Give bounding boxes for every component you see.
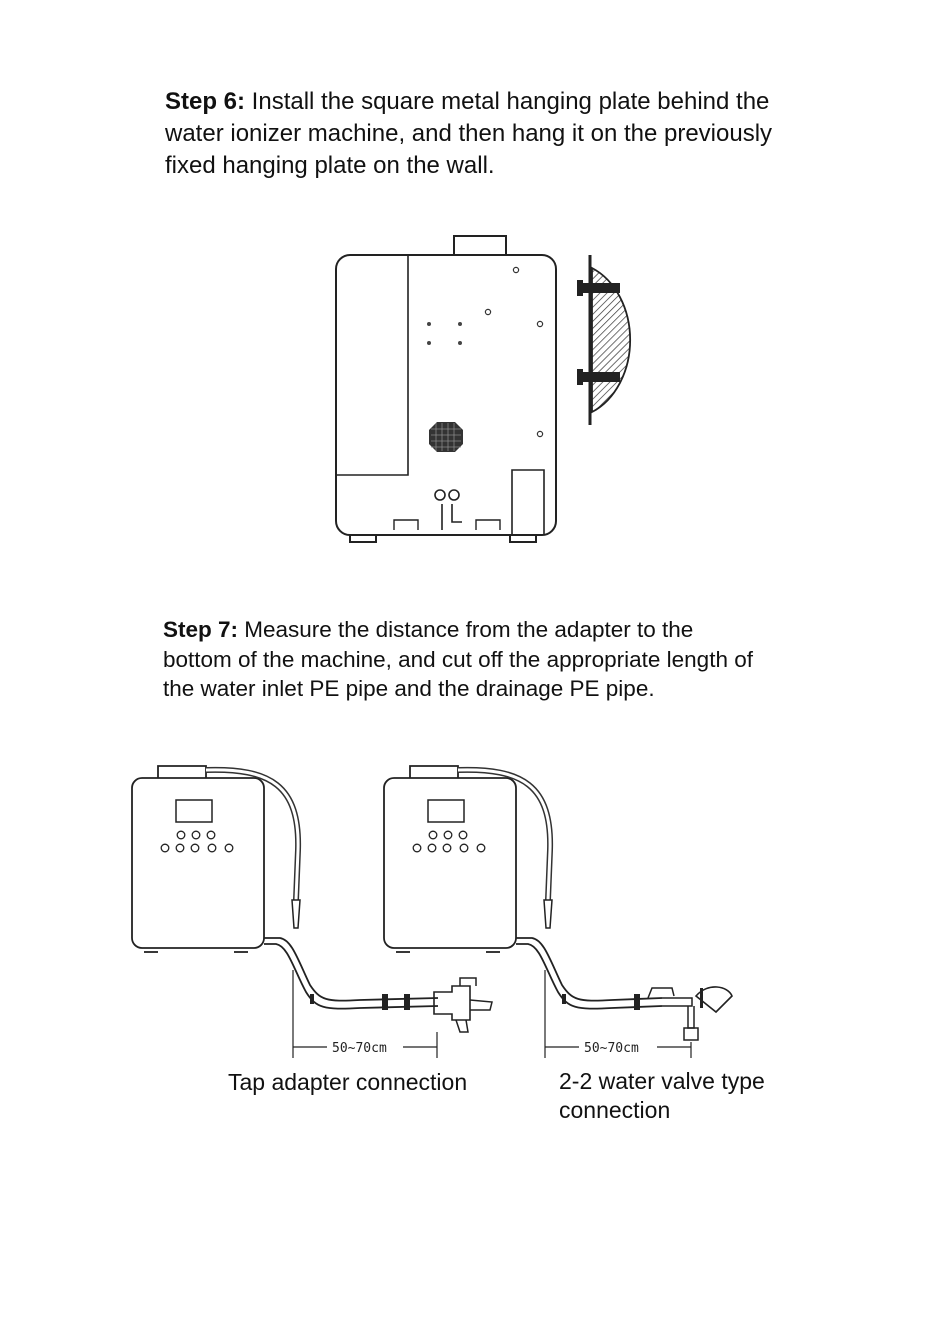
step7-label: Step 7: (163, 617, 239, 642)
right-caption: 2-2 water valve type connection (559, 1068, 765, 1123)
right-dimension-label: 50~70cm (584, 1041, 639, 1056)
rear-view-hanging-diagram (335, 235, 631, 543)
step7-text: Measure the distance from the adapter to… (163, 617, 753, 701)
tap-adapter-diagram: 50~70cm (131, 765, 493, 1058)
step6-label: Step 6: (165, 88, 246, 115)
step6-instruction: Step 6: Install the square metal hanging… (165, 86, 805, 182)
left-dimension-label: 50~70cm (332, 1041, 387, 1056)
step6-text: Install the square metal hanging plate b… (165, 88, 773, 179)
water-valve-diagram: 50~70cm (383, 765, 733, 1058)
left-caption: Tap adapter connection (228, 1069, 468, 1095)
step7-instruction: Step 7: Measure the distance from the ad… (163, 615, 763, 704)
